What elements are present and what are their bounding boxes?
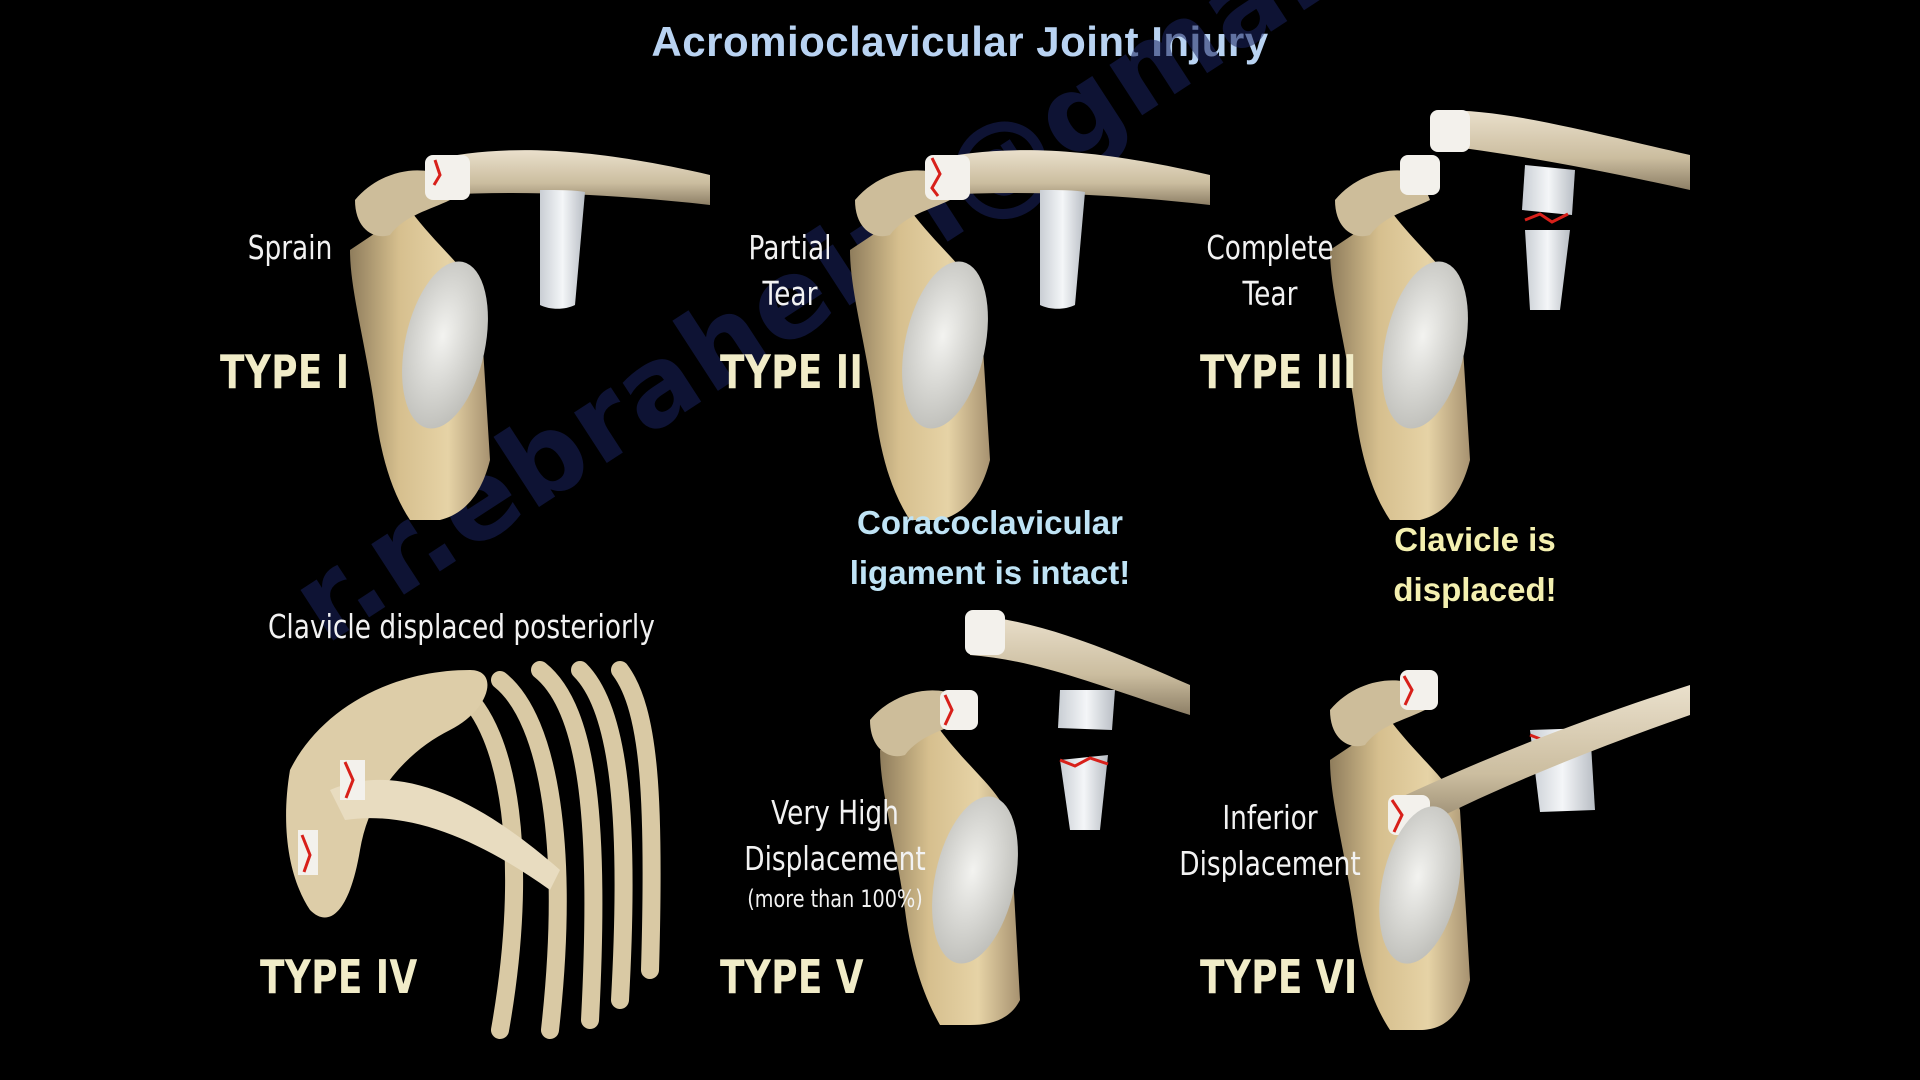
note-line: Coracoclavicular [857, 504, 1123, 541]
shoulder-type-3-illustration [1220, 110, 1760, 530]
note-coracoclavicular-intact: Coracoclavicular ligament is intact! [830, 498, 1150, 598]
type-label-3: TYPE III [1200, 345, 1357, 399]
note-line: displaced! [1393, 571, 1556, 608]
panel-type-2: Partial Tear TYPE II [740, 130, 1280, 510]
description-line: Clavicle displaced posteriorly [268, 607, 655, 646]
description-line: Complete [1206, 228, 1333, 267]
description-type-6: Inferior Displacement [1166, 795, 1374, 887]
description-type-1: Sprain [242, 225, 338, 271]
panel-type-6: Inferior Displacement TYPE VI [1220, 640, 1740, 1040]
panel-type-1: Sprain TYPE I [240, 130, 780, 510]
description-line: Very High [771, 793, 899, 832]
type-label-5: TYPE V [720, 950, 864, 1004]
note-clavicle-displaced: Clavicle is displaced! [1365, 515, 1585, 615]
description-line: Displacement [744, 839, 925, 878]
type-label-4: TYPE IV [260, 950, 418, 1004]
page-title: Acromioclavicular Joint Injury [0, 18, 1920, 66]
description-line: Partial [749, 228, 832, 267]
description-type-4: Clavicle displaced posteriorly [268, 604, 652, 650]
type-label-1: TYPE I [220, 345, 349, 399]
type-label-2: TYPE II [720, 345, 863, 399]
description-line: Tear [763, 274, 818, 313]
description-line: Inferior [1222, 798, 1317, 837]
description-subline: (more than 100%) [711, 882, 959, 916]
note-line: Clavicle is [1394, 521, 1555, 558]
shoulder-type-2-illustration [740, 130, 1280, 530]
description-type-5: Very High Displacement (more than 100%) [711, 790, 959, 916]
description-type-3: Complete Tear [1206, 225, 1334, 317]
description-line: Displacement [1179, 844, 1360, 883]
panel-type-3: Complete Tear TYPE III [1220, 110, 1760, 490]
type-label-6: TYPE VI [1200, 950, 1358, 1004]
panel-type-4: Clavicle displaced posteriorly TYPE IV [250, 610, 670, 1050]
description-line: Sprain [248, 228, 333, 267]
description-type-2: Partial Tear [742, 225, 838, 317]
description-line: Tear [1243, 274, 1298, 313]
note-line: ligament is intact! [850, 554, 1131, 591]
shoulder-type-1-illustration [240, 130, 780, 530]
